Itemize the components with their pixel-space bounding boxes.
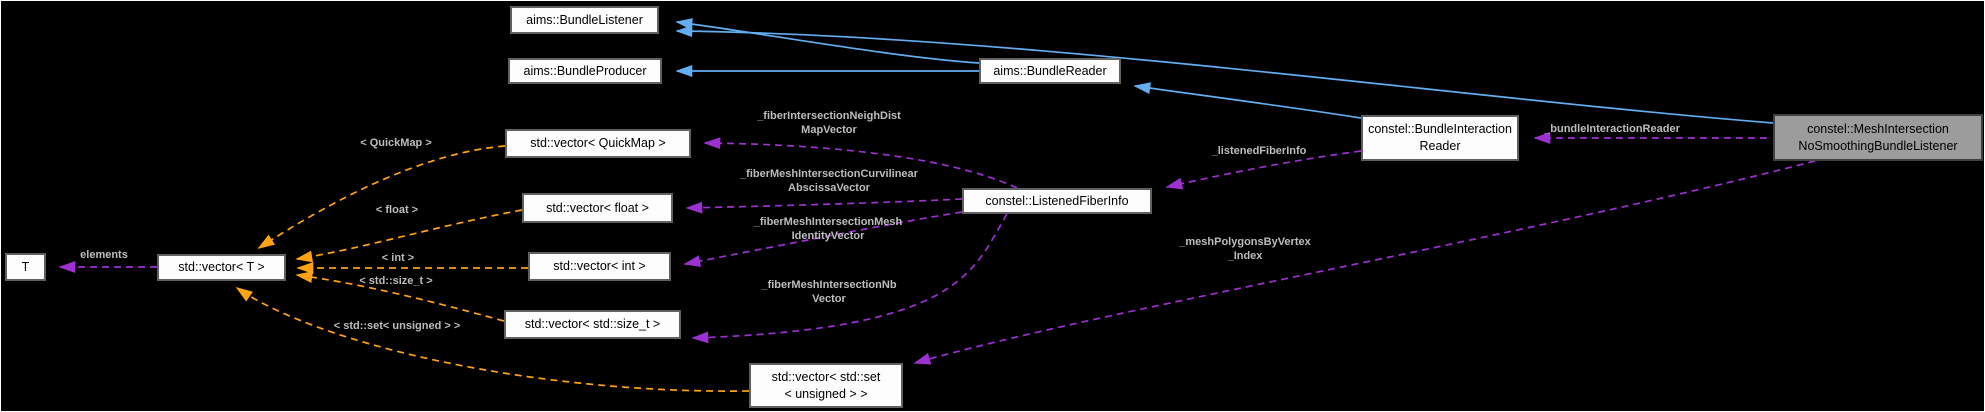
edge-label-fibermeshintersectionnbvector: _fiberMeshIntersectionNb Vector	[761, 279, 897, 305]
edge-label-meshpolygonsbyvertexindex: _meshPolygonsByVertex _Index	[1179, 236, 1311, 262]
node-std-vector-int[interactable]: std::vector< int >	[528, 252, 671, 281]
edge-label-listenedfiberinfo: _listenedFiberInfo	[1211, 145, 1307, 157]
edge-listenedfiberinfo-to-vector-quickmap	[703, 137, 1018, 189]
node-std-vector-set-unsigned[interactable]: std::vector< std::set < unsigned > >	[749, 363, 903, 408]
edge-meshintersection-to-bundlelistener	[675, 25, 1774, 124]
edge-label-bundleinteractionreader: _bundleInteractionReader	[1544, 123, 1680, 135]
node-std-vector-size-t[interactable]: std::vector< std::size_t >	[504, 310, 681, 339]
node-constel-listenedfiberinfo[interactable]: constel::ListenedFiberInfo	[962, 188, 1152, 214]
edge-label-fibermeshintersectionmeshidentityvector: _fiberMeshIntersectionMesh IdentityVecto…	[753, 216, 903, 242]
edge-vector-size-t-to-vector-t	[295, 271, 505, 322]
node-std-vector-float[interactable]: std::vector< float >	[522, 193, 673, 223]
node-aims-bundleproducer[interactable]: aims::BundleProducer	[508, 58, 662, 84]
node-aims-bundlereader[interactable]: aims::BundleReader	[979, 58, 1121, 84]
edge-meshintersection-to-vector-set-unsigned	[913, 160, 1816, 365]
edge-label-template-size-t: < std::size_t >	[359, 275, 433, 287]
edge-listenedfiberinfo-to-vector-size-t	[691, 213, 1008, 344]
edge-bundleinteractionreader-to-listenedfiberinfo	[1165, 150, 1362, 190]
edge-bundleinteractionreader-to-bundlereader	[1133, 82, 1362, 119]
edge-vector-float-to-vector-t	[295, 209, 523, 263]
node-constel-bundleinteractionreader[interactable]: constel::BundleInteraction Reader	[1361, 115, 1519, 161]
edge-label-template-float: < float >	[375, 204, 419, 216]
edge-label-template-quickmap: < QuickMap >	[360, 137, 432, 149]
node-aims-bundlelistener[interactable]: aims::BundleListener	[510, 6, 659, 34]
edge-label-elements: elements	[80, 249, 128, 261]
edge-bundlereader-to-bundlelistener	[675, 18, 980, 64]
edge-vector-quickmap-to-vector-t	[257, 145, 506, 249]
edge-vector-set-unsigned-to-vector-t	[235, 287, 750, 392]
node-t[interactable]: T	[5, 253, 46, 281]
edge-label-template-set-unsigned: < std::set< unsigned > >	[333, 320, 461, 332]
edge-label-fiberintersectionneighdistmapvector: _fiberIntersectionNeighDist MapVector	[757, 110, 901, 136]
edge-listenedfiberinfo-to-vector-float	[685, 198, 963, 214]
node-std-vector-quickmap[interactable]: std::vector< QuickMap >	[505, 129, 691, 158]
node-constel-meshintersectionnosmoothingbundlelistener: constel::MeshIntersection NoSmoothingBun…	[1773, 114, 1983, 161]
node-std-vector-t[interactable]: std::vector< T >	[157, 254, 286, 281]
edge-label-fibermeshintersectioncurvilinearabscissavector: _fiberMeshIntersectionCurvilinear Abscis…	[740, 168, 918, 194]
edge-label-template-int: < int >	[381, 252, 415, 264]
edge-listenedfiberinfo-to-vector-int	[683, 211, 963, 267]
